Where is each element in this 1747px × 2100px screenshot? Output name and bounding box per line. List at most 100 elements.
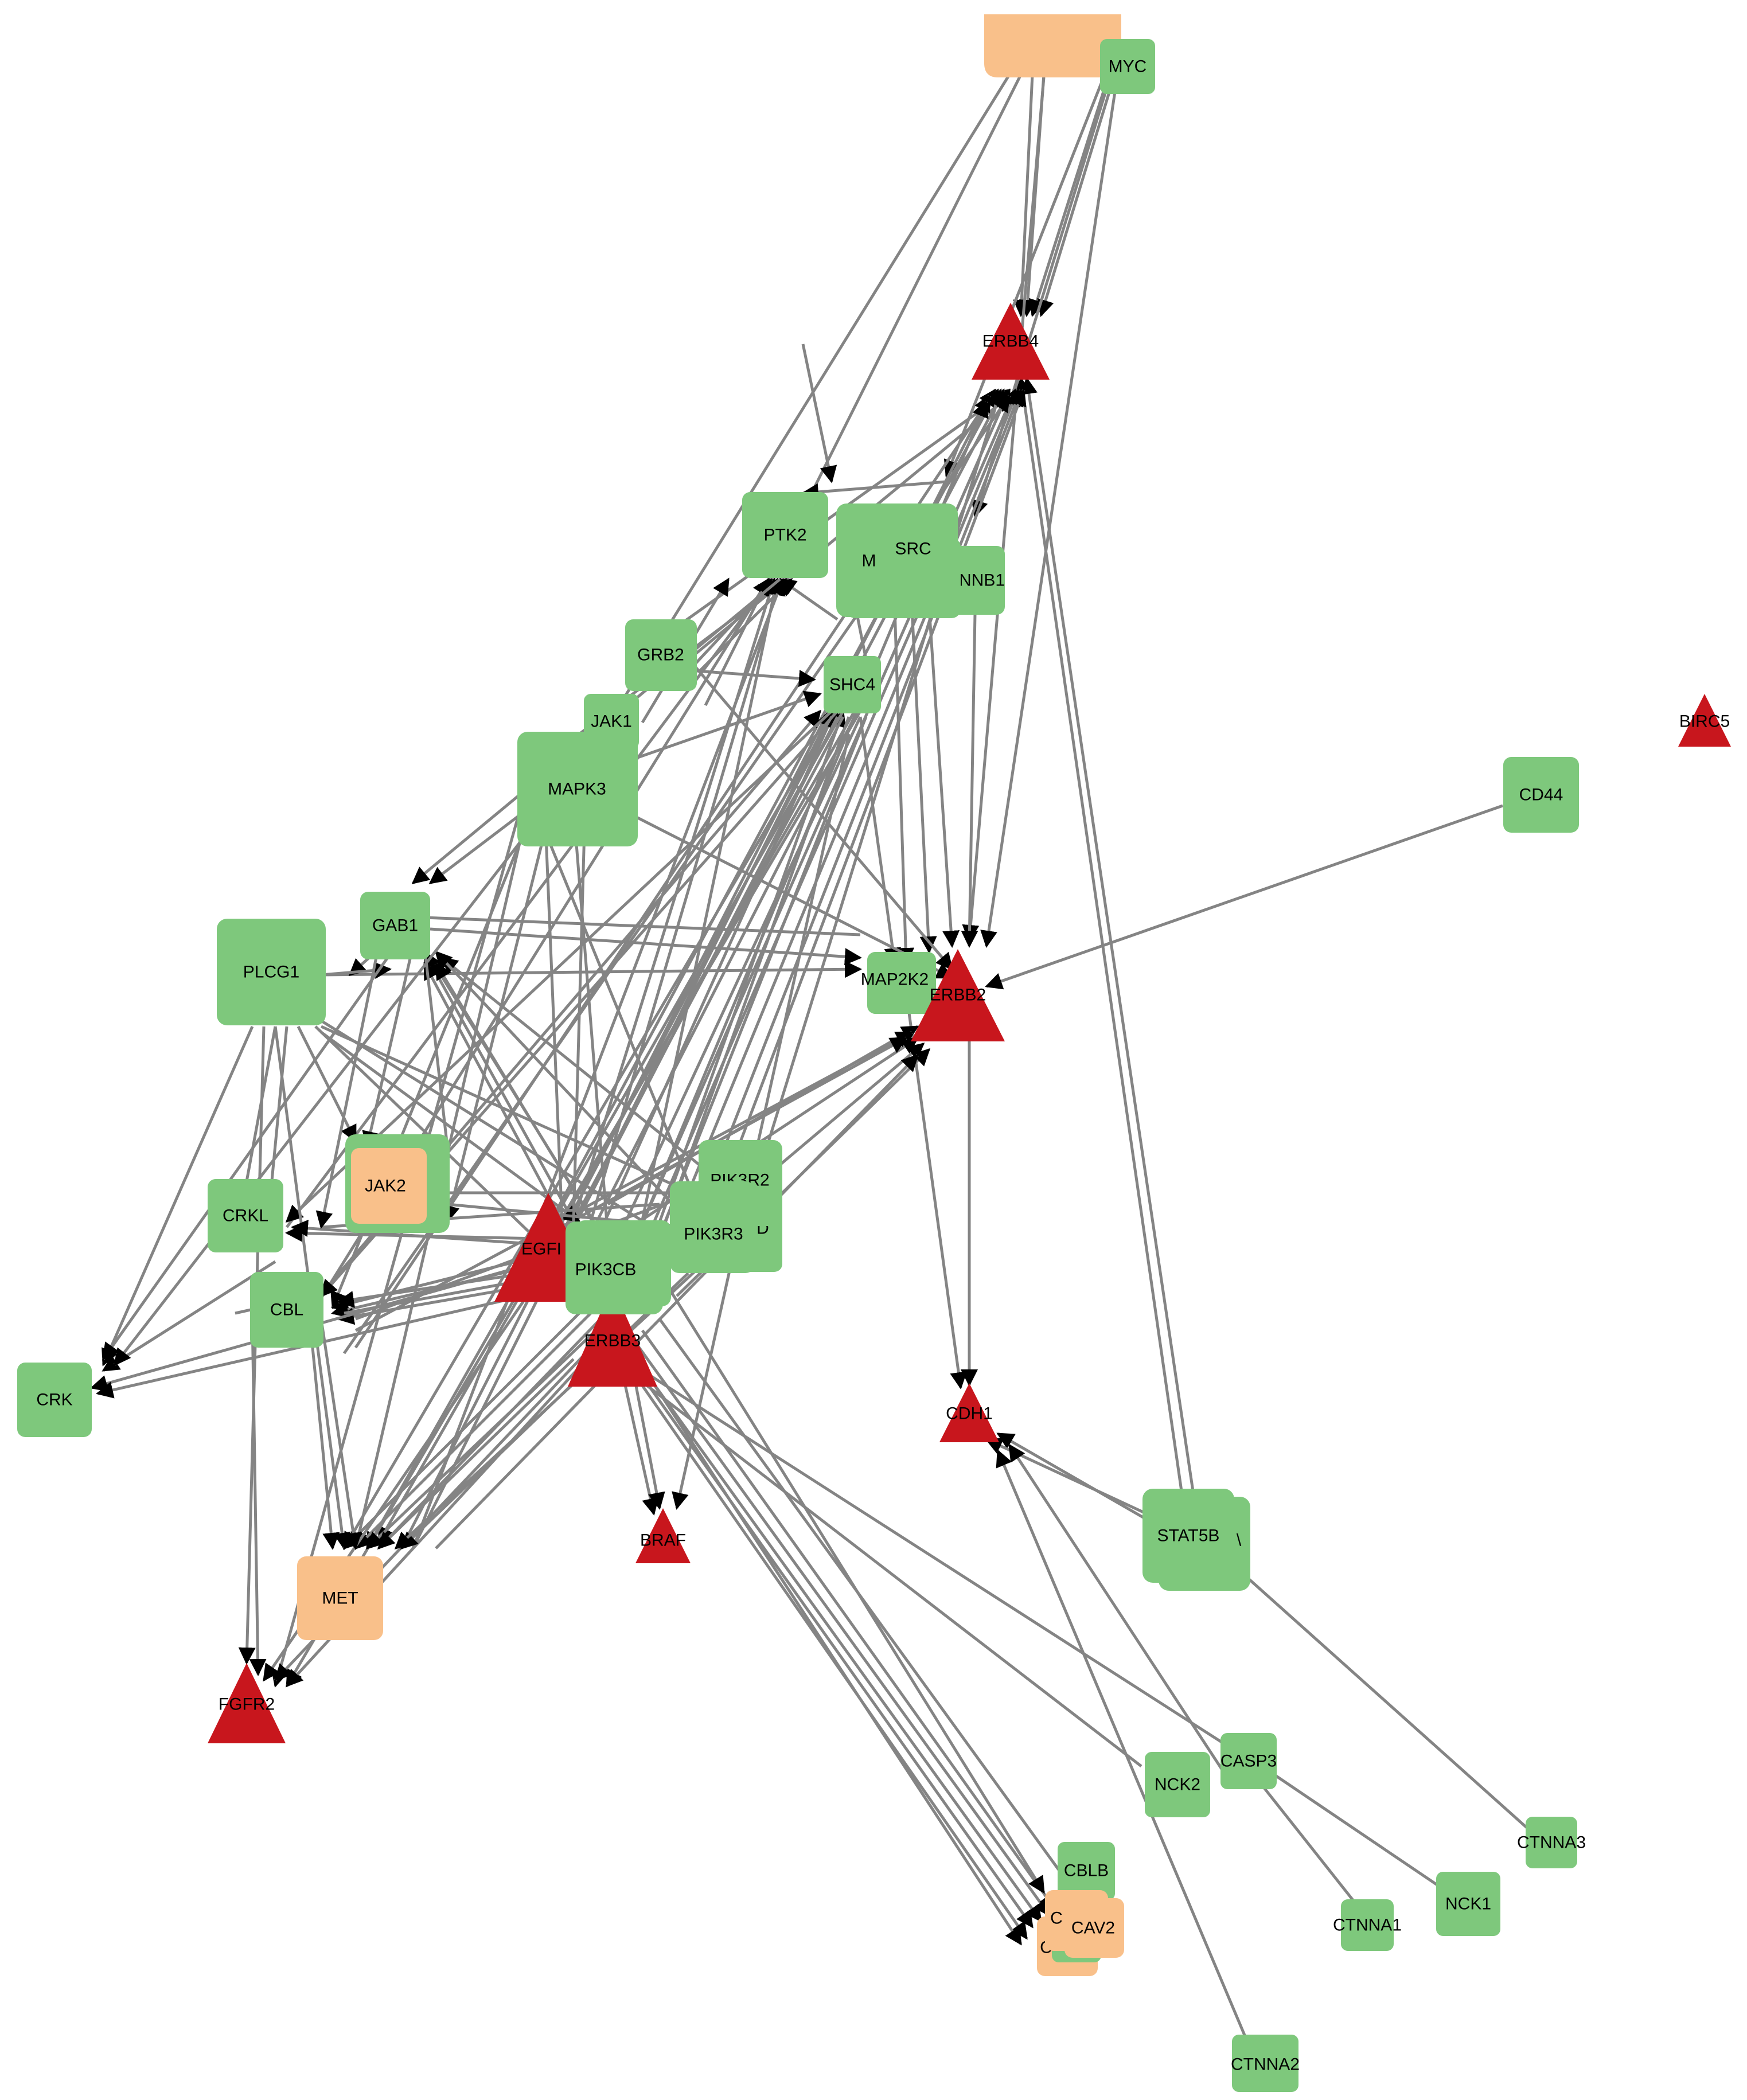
- node-label: NNB1: [959, 571, 1005, 590]
- node-erbb2[interactable]: ERBB2: [911, 949, 1005, 1041]
- edge: [801, 344, 837, 483]
- node-nck2[interactable]: NCK2: [1145, 1752, 1210, 1817]
- node-casp3[interactable]: CASP3: [1220, 1733, 1277, 1789]
- node-erbb3[interactable]: ERBB3: [568, 1286, 657, 1387]
- edge: [893, 607, 915, 965]
- node-top-orange[interactable]: [984, 14, 1121, 77]
- edge: [532, 802, 701, 1211]
- node-myc[interactable]: MYC: [1100, 39, 1155, 94]
- node-met[interactable]: MET: [297, 1556, 383, 1640]
- node-ctnna2[interactable]: CTNNA2: [1231, 2035, 1300, 2092]
- edge: [927, 607, 960, 948]
- edge: [641, 1329, 1057, 1911]
- node-src[interactable]: SRC M: [836, 503, 961, 618]
- node-label: PIK3CB: [575, 1260, 637, 1279]
- edge: [630, 813, 954, 979]
- node-cd44[interactable]: CD44: [1503, 757, 1579, 833]
- node-cblb[interactable]: CBLB: [1058, 1842, 1115, 1900]
- node-grb2[interactable]: GRB2: [625, 619, 697, 691]
- edge: [1013, 74, 1034, 317]
- nodes-layer: MYC ERBB4 PTK2 NNB1 SRC M GRB2: [17, 14, 1731, 2092]
- node-label: FGFR2: [219, 1695, 275, 1714]
- edge: [430, 927, 862, 966]
- edge: [618, 73, 1011, 706]
- edge: [1020, 377, 1195, 1492]
- edge: [365, 1318, 609, 1550]
- node-label: CTNNA3: [1517, 1833, 1586, 1852]
- node-erbb4[interactable]: ERBB4: [972, 303, 1050, 380]
- node-birc5[interactable]: BIRC5: [1678, 694, 1731, 747]
- node-label: CAV2: [1071, 1919, 1115, 1938]
- node-stat5b[interactable]: STAT5B \: [1142, 1489, 1250, 1591]
- edge: [1255, 1777, 1366, 1916]
- edge: [271, 802, 524, 1688]
- node-pik3cb[interactable]: PIK3CB: [566, 1221, 663, 1314]
- edge: [434, 950, 701, 1234]
- node-label: NCK1: [1445, 1895, 1491, 1914]
- edge: [297, 1025, 357, 1143]
- edge: [1261, 1765, 1458, 1900]
- node-braf[interactable]: BRAF: [635, 1508, 691, 1563]
- node-label: C: [1050, 1909, 1063, 1928]
- node-fgfr2[interactable]: FGFR2: [208, 1663, 286, 1743]
- edge: [961, 613, 978, 948]
- node-label: MYC: [1109, 57, 1147, 76]
- edge: [687, 388, 1020, 1193]
- node-crk[interactable]: CRK: [17, 1363, 92, 1437]
- edge: [801, 480, 947, 501]
- edge: [268, 1026, 288, 1205]
- node-map2k2[interactable]: MAP2K2: [861, 952, 936, 1014]
- edge: [291, 1219, 540, 1246]
- node-label: JAK1: [591, 712, 632, 731]
- edge: [859, 716, 902, 965]
- node-label: PTK2: [763, 526, 806, 545]
- edge: [696, 669, 816, 687]
- edge: [618, 1335, 1043, 1923]
- edge: [342, 716, 833, 1550]
- edge: [732, 388, 1027, 1159]
- edge: [572, 808, 587, 1222]
- edge: [778, 577, 839, 621]
- node-label: ERBB2: [930, 986, 986, 1005]
- node-jak2[interactable]: JAK2: [345, 1134, 450, 1233]
- node-pik3r3[interactable]: PIK3R3: [670, 1181, 755, 1273]
- edge: [985, 1438, 1148, 1516]
- edge: [641, 1381, 1142, 1767]
- edge: [1015, 377, 1183, 1492]
- node-label: STAT5B: [1157, 1527, 1220, 1545]
- node-label: JAK2: [365, 1177, 406, 1196]
- node-cbl[interactable]: CBL: [250, 1272, 323, 1348]
- node-label-fragment: \: [1237, 1531, 1242, 1550]
- edge: [102, 1260, 276, 1372]
- edge: [354, 1031, 914, 1332]
- node-ctnna1[interactable]: CTNNA1: [1333, 1899, 1402, 1951]
- edge: [102, 1025, 254, 1367]
- node-label: CBL: [270, 1301, 303, 1320]
- node-crkl[interactable]: CRKL: [208, 1179, 283, 1252]
- node-nck1[interactable]: NCK1: [1436, 1872, 1500, 1936]
- node-label: CRKL: [223, 1207, 268, 1225]
- node-label: ERBB4: [982, 332, 1039, 351]
- node-gab1[interactable]: GAB1: [360, 892, 430, 959]
- node-label: BIRC5: [1679, 712, 1730, 731]
- edge: [423, 946, 449, 1147]
- edge: [1226, 1559, 1555, 1853]
- edge: [362, 946, 415, 1149]
- node-cav2[interactable]: CAV2: [1064, 1898, 1124, 1958]
- edge: [320, 1019, 673, 1240]
- node-cdh1[interactable]: CDH1: [939, 1383, 999, 1442]
- edge: [653, 395, 1011, 689]
- node-label: CASP3: [1220, 1752, 1277, 1771]
- node-mapk3[interactable]: MAPK3: [517, 732, 638, 846]
- node-label: CRK: [36, 1391, 72, 1410]
- node-ctnna3[interactable]: CTNNA3: [1517, 1817, 1586, 1868]
- edge: [442, 808, 552, 1223]
- node-label: NCK2: [1155, 1775, 1200, 1794]
- node-label: MAP2K2: [861, 970, 929, 989]
- node-shc4[interactable]: SHC4: [824, 656, 881, 713]
- edge: [249, 1318, 267, 1676]
- node-plcg1[interactable]: PLCG1: [217, 919, 326, 1025]
- node-ptk2[interactable]: PTK2: [742, 492, 828, 578]
- edge: [423, 950, 575, 1223]
